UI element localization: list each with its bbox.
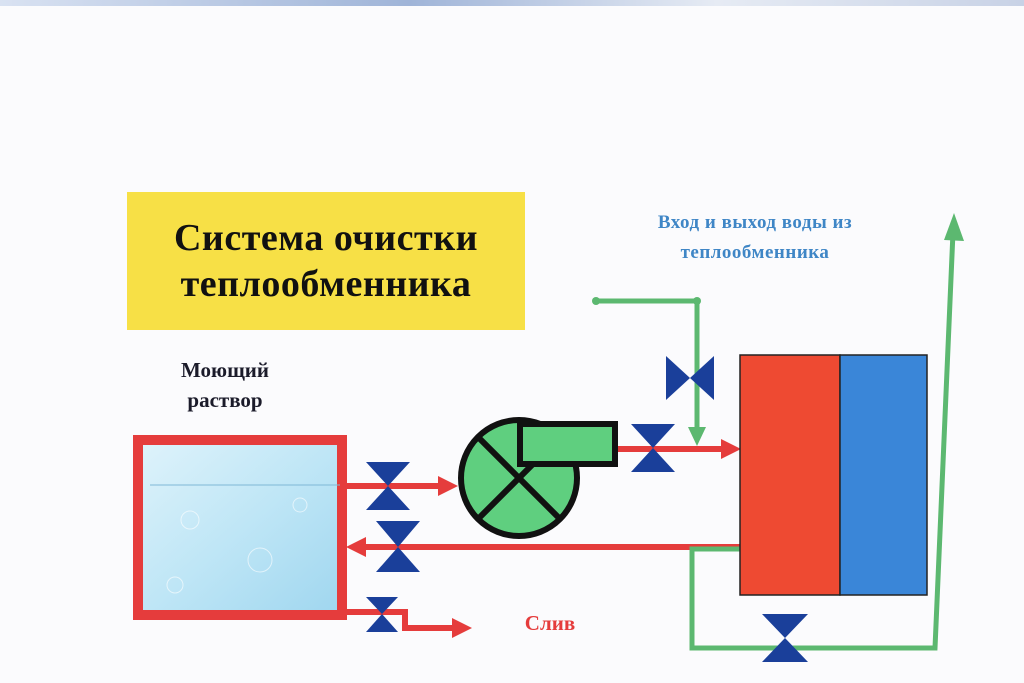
- valve-triangle: [631, 424, 675, 448]
- arrow-drain: [452, 618, 472, 638]
- tank-bubble: [247, 547, 273, 573]
- water-io-label: Вход и выход воды из теплообменника: [600, 208, 910, 268]
- valve-water-outlet: [762, 614, 808, 662]
- valve-triangle: [762, 638, 808, 662]
- valve-triangle: [631, 448, 675, 472]
- exchanger-cold-side: [839, 354, 928, 596]
- valve-triangle: [690, 356, 714, 400]
- valve-pump-outlet: [631, 424, 675, 472]
- valve-triangle: [376, 547, 420, 572]
- pump: [458, 417, 618, 539]
- water-inlet-line: [596, 298, 700, 430]
- water-corner-node: [693, 297, 701, 305]
- title-line-2: теплообменника: [180, 263, 472, 305]
- arrow-to-pump: [438, 476, 458, 496]
- valve-triangle: [762, 614, 808, 638]
- pump-outlet: [517, 421, 618, 467]
- valve-triangle: [366, 486, 410, 510]
- title-line-1: Система очистки: [173, 217, 479, 259]
- exchanger-hot-side: [739, 354, 841, 596]
- valve-triangle: [366, 614, 398, 632]
- valves: [366, 356, 808, 662]
- valve-water-inlet: [666, 356, 714, 400]
- water-arrowheads: [592, 213, 964, 446]
- washing-solution-label-line-1: Моющий: [180, 358, 270, 382]
- arrow-water-out: [944, 213, 964, 241]
- washing-tank: [133, 435, 347, 620]
- arrow-to-tank: [346, 537, 366, 557]
- tank-bubble: [292, 497, 308, 513]
- valve-tank-outlet: [366, 462, 410, 510]
- water-io-label-line-1: Вход и выход воды из: [657, 212, 853, 233]
- tank-bubble: [180, 510, 200, 530]
- valve-drain: [366, 597, 398, 632]
- arrow-to-exchanger: [721, 439, 741, 459]
- valve-triangle: [366, 462, 410, 486]
- top-strip: [0, 0, 1024, 6]
- circulation-lines: [342, 446, 740, 631]
- valve-triangle: [376, 521, 420, 547]
- water-inlet-node: [592, 297, 600, 305]
- tank-bubble: [166, 576, 184, 594]
- valve-return: [376, 521, 420, 572]
- tank-body: [133, 435, 347, 620]
- water-io-label-line-2: теплообменника: [680, 242, 830, 263]
- heat-exchanger: [739, 354, 928, 596]
- title-box: Система очистки теплообменника: [127, 192, 525, 330]
- valve-triangle: [666, 356, 690, 400]
- washing-solution-label-line-2: раствор: [187, 388, 263, 412]
- drain-line: [342, 609, 452, 631]
- arrow-water-in: [688, 427, 706, 446]
- circulation-arrowheads: [346, 439, 741, 638]
- valve-triangle: [366, 597, 398, 614]
- water-outlet-line: [689, 231, 956, 651]
- washing-solution-label: Моющий раствор: [150, 355, 300, 415]
- drain-label: Слив: [524, 611, 576, 635]
